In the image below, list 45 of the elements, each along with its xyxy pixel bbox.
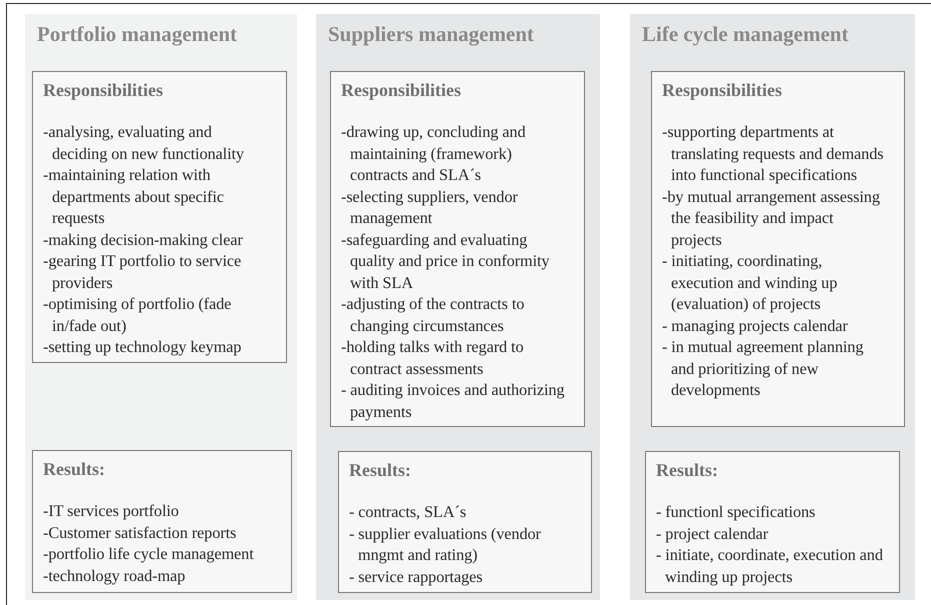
box-heading: Responsibilities: [43, 80, 164, 101]
list-item: -analysing, evaluating and deciding on new functionality: [43, 121, 245, 164]
list-item: -optimising of portfolio (fade in/fade out): [43, 293, 232, 336]
list-item: - contracts, SLA´s: [349, 501, 468, 522]
list-item: - auditing invoices and authorizing payments: [341, 379, 566, 422]
list-item: - managing projects calendar: [662, 314, 849, 336]
text-box: [32, 450, 292, 593]
box-heading: Results:: [43, 459, 105, 480]
column-panel: [25, 14, 297, 600]
list-item: -drawing up, concluding and maintaining (framework) contracts and SLA´s: [341, 121, 526, 186]
box-heading: Responsibilities: [341, 80, 462, 101]
list-item: -selecting suppliers, vendor management: [341, 186, 519, 228]
list-item: -IT services portfolio: [43, 500, 180, 522]
list-item: -holding talks with regard to contract assessments: [341, 336, 524, 379]
list-item: - project calendar: [656, 522, 770, 544]
list-item: - initiate, coordinate, execution and winding up projects: [656, 544, 883, 587]
list-item: -maintaining relation with departments about specific requests: [43, 164, 225, 228]
text-box: [330, 71, 585, 427]
column-panel: [316, 14, 600, 600]
list-item: -Customer satisfaction reports: [43, 522, 238, 543]
column-title: Suppliers management: [328, 22, 534, 47]
list-item: -setting up technology keymap: [43, 336, 242, 358]
list-item: -safeguarding and evaluating quality and price in conformity with SLA: [341, 228, 550, 293]
column-title: Life cycle management: [642, 22, 848, 47]
column-title: Portfolio management: [37, 22, 238, 47]
list-item: -adjusting of the contracts to changing circumstances: [341, 293, 526, 336]
list-item: - initiating, coordinating, execution and winding up (evaluation) of projects: [662, 250, 838, 314]
box-heading: Results:: [656, 460, 718, 481]
list-item: - service rapportages: [349, 566, 484, 587]
list-item: - functionl specifications: [656, 501, 816, 522]
list-item: -making decision-making clear: [43, 228, 244, 250]
column-panel: [630, 14, 915, 600]
list-item: -portfolio life cycle management: [43, 543, 255, 564]
box-heading: Responsibilities: [662, 80, 782, 101]
text-box: [338, 451, 592, 593]
text-box: [645, 451, 900, 593]
text-box: [32, 71, 287, 363]
text-box: [651, 71, 905, 427]
list-item: -gearing IT portfolio to service providers: [43, 250, 242, 293]
list-item: -technology road-map: [43, 564, 186, 586]
list-item: - supplier evaluations (vendor mngmt and rating): [349, 522, 542, 566]
list-item: - in mutual agreement planning and prioritizing of new developments: [662, 336, 864, 400]
list-item: -supporting departments at translating requests and demands into functional specifications: [662, 121, 884, 186]
box-heading: Results:: [349, 460, 411, 481]
list-item: -by mutual arrangement assessing the feasibility and impact projects: [662, 186, 881, 250]
